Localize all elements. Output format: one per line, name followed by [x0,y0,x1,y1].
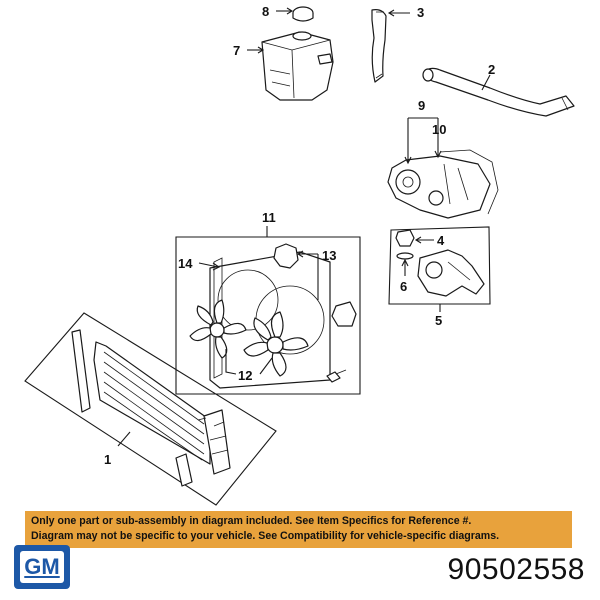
thermostat-housing-group [388,226,491,305]
radiator [24,312,277,506]
radiator-side-tank-left [71,329,91,413]
arrow-3 [387,9,395,17]
leader-9-split [407,118,439,162]
fan-blade-right [243,311,309,377]
callout-12: 12 [238,368,252,383]
disclaimer-line-2: Diagram may not be specific to your vehi… [31,530,500,542]
callout-8: 8 [262,4,269,19]
callout-7: 7 [233,43,240,58]
arrow-9a [404,156,412,165]
radiator-side-tank-right [203,409,231,475]
callout-3: 3 [417,5,424,20]
mounting-bolt [326,369,347,383]
fan-blade-left [189,299,247,359]
arrow-9b [434,150,442,159]
leader-1 [117,431,131,447]
callout-5: 5 [435,313,442,328]
water-pump [387,149,499,219]
callout-11: 11 [262,210,276,225]
fan-shroud [209,251,331,389]
fan-assembly-box [175,236,361,395]
radiator-bracket [175,453,193,487]
arrow-14 [212,262,221,271]
callout-14: 14 [178,256,193,271]
callout-2: 2 [488,62,495,77]
arrow-4 [414,236,422,244]
disclaimer-line-1: Only one part or sub-assembly in diagram… [31,515,472,527]
arrow-13 [296,250,304,258]
radiator-hose-lower [422,67,575,117]
coolant-reservoir [261,31,334,101]
disclaimer-banner: Only one part or sub-assembly in diagram… [25,511,572,548]
callout-9: 9 [418,98,425,113]
leader-12a [225,349,237,375]
part-number: 90502558 [447,553,585,586]
reservoir-cap [292,6,314,22]
callout-10: 10 [432,122,446,137]
shroud-seal [213,257,223,379]
callout-6: 6 [400,279,407,294]
water-pump-gasket [439,149,499,215]
fan-motor [273,243,357,327]
gm-logo: GM [14,545,70,589]
thermostat [395,229,415,247]
radiator-hose-upper [371,9,387,83]
gm-logo-text: GM [20,551,64,583]
parts-diagram: 8 7 3 2 9 10 [24,4,575,506]
callout-4: 4 [437,233,445,248]
arrow-8 [286,7,294,15]
leader-12b [259,357,273,375]
leader-2 [481,74,491,91]
arrow-7 [257,46,265,54]
callout-13: 13 [322,248,336,263]
thermostat-seal [396,252,414,260]
arrow-6 [401,258,409,267]
leader-14 [198,262,219,268]
callout-1: 1 [104,452,111,467]
radiator-box [24,312,277,506]
